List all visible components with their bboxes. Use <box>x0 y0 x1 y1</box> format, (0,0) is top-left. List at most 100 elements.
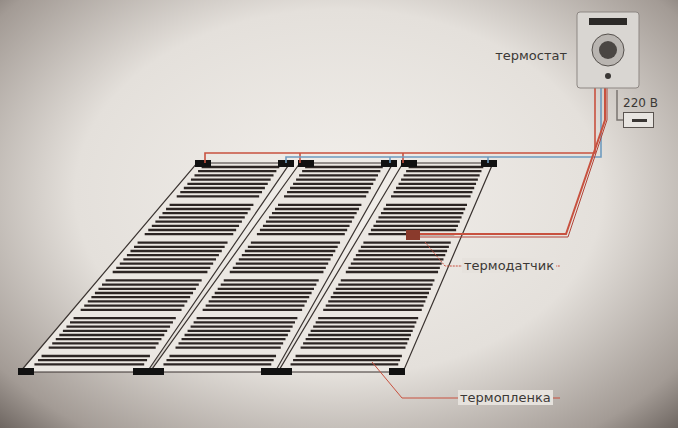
heating-stripe <box>180 191 262 193</box>
heating-stripe <box>106 279 202 281</box>
heating-stripe <box>198 170 276 172</box>
heating-stripe <box>95 292 193 294</box>
heating-stripe <box>63 330 167 332</box>
red-wire <box>299 153 301 163</box>
heating-stripe <box>169 355 276 357</box>
heating-stripe <box>326 304 424 306</box>
heating-stripe <box>184 187 265 189</box>
heating-stripe <box>378 216 461 218</box>
heating-stripe <box>296 178 376 180</box>
heating-stripe <box>34 363 144 365</box>
heating-stripe <box>185 334 288 336</box>
heating-stripe <box>194 174 273 176</box>
heating-stripe <box>215 292 312 294</box>
heating-stripe <box>74 317 176 319</box>
heating-stripe <box>245 250 335 252</box>
heating-stripe <box>394 191 473 193</box>
film-terminal <box>481 160 497 167</box>
heating-stripe <box>52 342 158 344</box>
heating-stripe <box>308 334 411 336</box>
socket-box <box>623 112 654 128</box>
heating-stripe <box>148 229 236 231</box>
heating-stripe <box>206 304 305 306</box>
film-terminal <box>381 160 397 167</box>
heating-stripe <box>182 338 286 340</box>
heating-stripe <box>299 174 378 176</box>
heating-stripe <box>287 191 368 193</box>
heating-stripe <box>224 279 319 281</box>
heating-stripe <box>66 325 170 327</box>
heating-stripe <box>221 283 317 285</box>
blue-wire <box>389 157 391 163</box>
heating-stripe <box>391 195 471 197</box>
heating-stripe <box>275 208 359 210</box>
heating-stripe <box>134 246 225 248</box>
film-terminal <box>18 368 34 375</box>
heating-stripe <box>260 229 347 231</box>
callout-label: термопленка <box>458 390 553 405</box>
heating-stripe <box>138 241 228 243</box>
sensor-wire <box>412 88 607 237</box>
heating-stripe <box>338 283 432 285</box>
film-terminal <box>261 368 277 375</box>
heating-stripe <box>351 262 442 264</box>
heating-stripe <box>98 288 195 290</box>
heating-stripe <box>239 258 331 260</box>
heating-stripe <box>120 262 213 264</box>
heating-stripe <box>152 225 239 227</box>
heating-stripe <box>278 204 361 206</box>
heating-stripe <box>404 174 480 176</box>
heating-stripe <box>242 254 333 256</box>
voltage-label: 220 В <box>623 96 658 112</box>
heating-stripe <box>197 317 298 319</box>
heating-stripe <box>386 204 467 206</box>
heating-film <box>18 160 497 375</box>
heating-stripe <box>203 309 302 311</box>
heating-stripe <box>323 309 422 311</box>
heating-stripe <box>145 233 234 235</box>
heating-stripe <box>318 317 418 319</box>
heating-stripe <box>296 355 402 357</box>
film-terminal <box>276 368 292 375</box>
heating-stripe <box>284 195 366 197</box>
heating-stripe <box>306 338 410 340</box>
heating-stripe <box>91 296 190 298</box>
film-strip <box>278 163 493 372</box>
heating-stripe <box>301 346 406 348</box>
socket-slot <box>632 119 647 122</box>
heating-stripe <box>401 178 478 180</box>
thermostat-label: термостат <box>495 48 567 63</box>
heating-stripe <box>88 300 188 302</box>
heating-stripe <box>84 304 184 306</box>
blue-wire <box>286 88 601 163</box>
heating-stripe <box>302 170 380 172</box>
heating-stripe <box>163 363 271 365</box>
red-wire <box>205 88 595 163</box>
heating-stripe <box>328 300 425 302</box>
heating-stripe <box>179 342 284 344</box>
heating-stripe <box>42 355 150 357</box>
heating-stripe <box>272 212 357 214</box>
heating-stripe <box>396 187 474 189</box>
heating-stripe <box>363 241 450 243</box>
heating-stripe <box>191 325 293 327</box>
heating-stripe <box>176 346 281 348</box>
heating-stripe <box>70 321 173 323</box>
heating-stripe <box>311 330 413 332</box>
heating-stripe <box>194 321 295 323</box>
heating-stripe <box>218 288 314 290</box>
heating-stripe <box>248 246 338 248</box>
heating-stripe <box>49 346 156 348</box>
heating-stripe <box>191 178 271 180</box>
heating-stripe <box>341 279 435 281</box>
heating-stripe <box>303 342 407 344</box>
heating-stripe <box>293 183 373 185</box>
heating-stripe <box>113 271 208 273</box>
callout-label: термодатчик <box>462 258 556 273</box>
blue-wire <box>487 157 489 163</box>
heating-stripe <box>166 208 250 210</box>
heating-stripe <box>127 254 219 256</box>
